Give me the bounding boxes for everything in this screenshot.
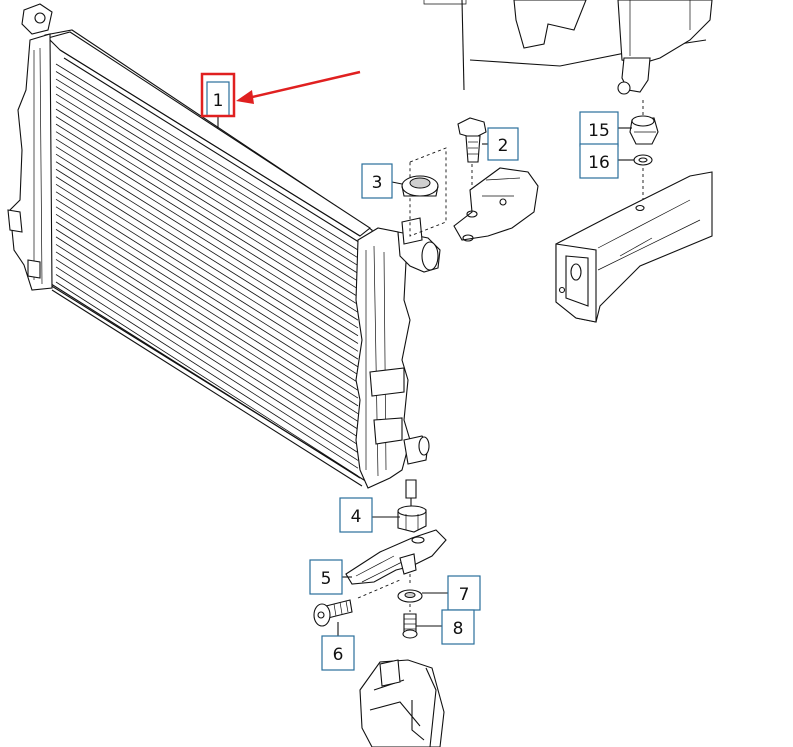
fin-line bbox=[55, 266, 359, 461]
callout-4-label: 4 bbox=[351, 507, 362, 527]
fin-line bbox=[55, 244, 359, 438]
fin-line bbox=[55, 86, 359, 274]
callout-2-label: 2 bbox=[498, 136, 509, 156]
callout-6: 6 bbox=[321, 635, 355, 671]
callout-15-label: 15 bbox=[588, 121, 610, 141]
fin-line bbox=[55, 153, 359, 344]
radiator bbox=[7, 3, 441, 506]
highlight-box bbox=[200, 72, 236, 118]
highlight-arrow bbox=[247, 70, 361, 100]
callout-16-label: 16 bbox=[588, 153, 610, 173]
callout-8-label: 8 bbox=[453, 619, 464, 639]
fin-line bbox=[55, 78, 359, 266]
fin-line bbox=[55, 281, 359, 477]
fin-line bbox=[55, 71, 359, 259]
fin-line bbox=[55, 229, 359, 422]
callout-3: 3 bbox=[361, 163, 393, 199]
fin-line bbox=[55, 259, 359, 453]
callout-8: 8 bbox=[441, 609, 475, 645]
callout-7-label: 7 bbox=[459, 585, 470, 605]
fin-line bbox=[55, 138, 359, 329]
callout-1: 1 bbox=[206, 81, 230, 117]
fin-line bbox=[55, 93, 359, 282]
callout-6-label: 6 bbox=[333, 645, 344, 665]
fin-line bbox=[55, 251, 359, 446]
fin-line bbox=[55, 161, 359, 352]
callout-2: 2 bbox=[487, 127, 519, 161]
fin-line bbox=[55, 206, 359, 399]
fin-line bbox=[55, 236, 359, 430]
fin-line bbox=[55, 191, 359, 383]
highlight-arrow-head bbox=[236, 90, 254, 104]
lower-body-section bbox=[359, 659, 445, 747]
callout-3-label: 3 bbox=[372, 173, 383, 193]
callout-16: 16 bbox=[579, 143, 619, 179]
callout-7: 7 bbox=[447, 575, 481, 611]
callout-15: 15 bbox=[579, 111, 619, 147]
fin-line bbox=[55, 63, 359, 251]
callout-1-label: 1 bbox=[213, 91, 224, 111]
callout-5: 5 bbox=[309, 559, 343, 595]
leader-lines bbox=[217, 115, 634, 636]
washer-part-7 bbox=[397, 589, 423, 612]
highlight-annotation bbox=[200, 70, 361, 118]
top-right-reservoir bbox=[423, 0, 713, 95]
fin-line bbox=[55, 168, 359, 360]
fin-line bbox=[55, 131, 359, 321]
fin-line bbox=[55, 146, 359, 337]
crossmember bbox=[555, 171, 713, 323]
fin-line bbox=[55, 101, 359, 290]
fin-line bbox=[55, 214, 359, 407]
grommet-part-3 bbox=[401, 147, 447, 237]
radiator-core-fins bbox=[55, 63, 359, 477]
rubber-mount-part-4 bbox=[397, 505, 427, 533]
fin-line bbox=[55, 123, 359, 313]
fin-line bbox=[55, 183, 359, 376]
fin-line bbox=[55, 176, 359, 368]
bracket-part-5 bbox=[345, 529, 447, 599]
fin-line bbox=[55, 116, 359, 305]
fin-line bbox=[55, 221, 359, 414]
fin-line bbox=[55, 274, 359, 469]
upper-mount-bracket bbox=[453, 167, 539, 242]
callout-5-label: 5 bbox=[321, 569, 332, 589]
screw-part-8 bbox=[402, 613, 418, 639]
rubber-mount-part-15 bbox=[629, 100, 659, 145]
bolt-part-6 bbox=[313, 599, 353, 627]
fin-line bbox=[55, 108, 359, 298]
fin-line bbox=[55, 198, 359, 391]
callout-4: 4 bbox=[339, 497, 373, 533]
